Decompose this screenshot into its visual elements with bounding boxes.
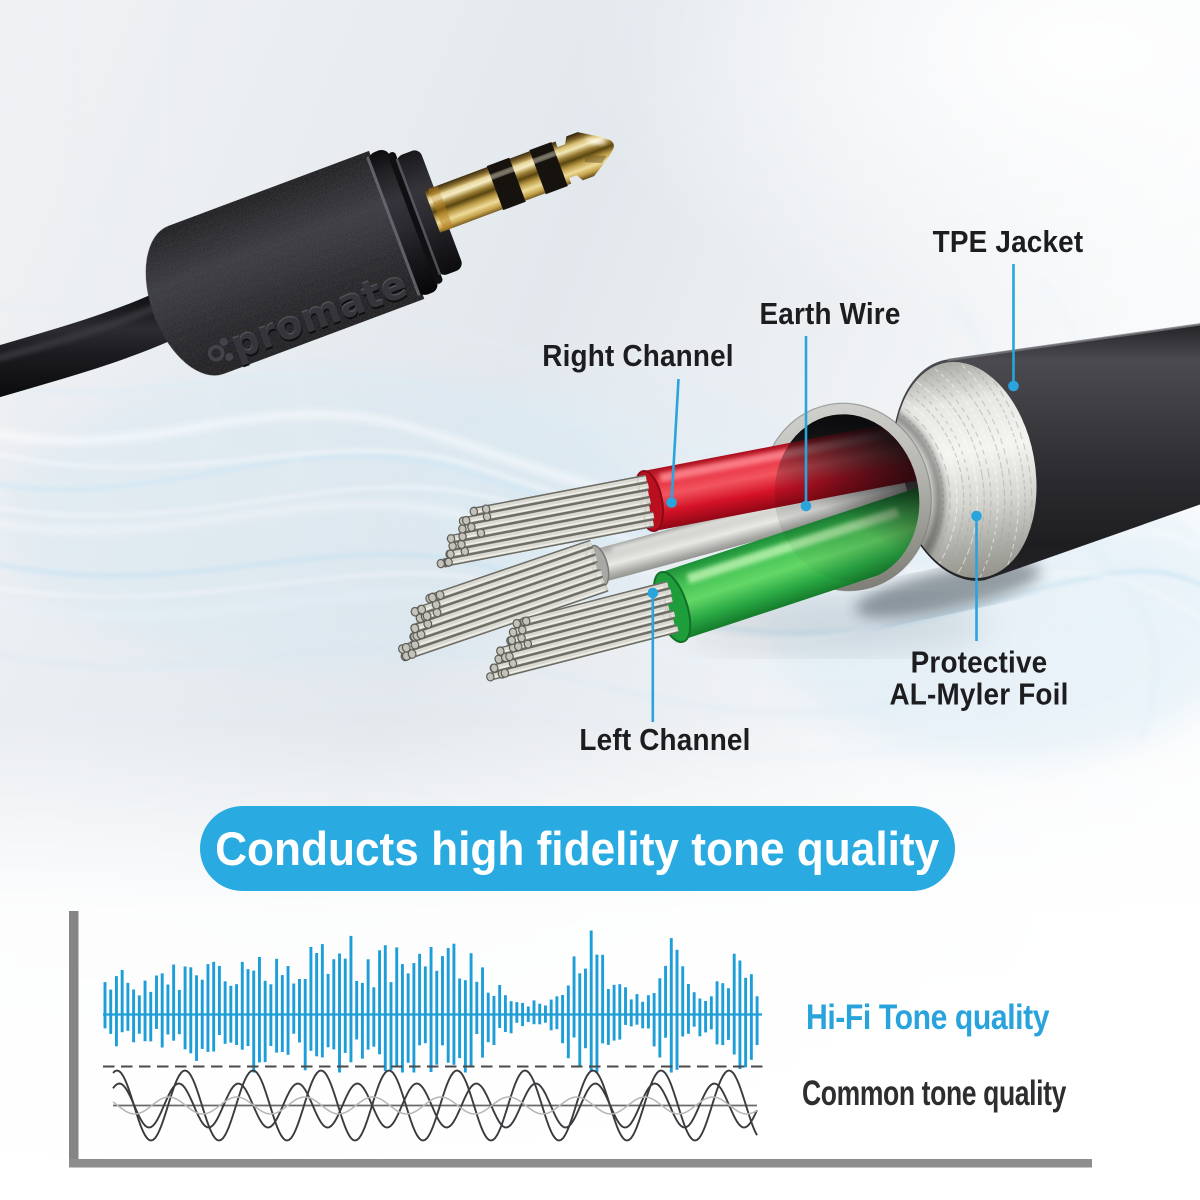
plug-cable: [0, 293, 185, 398]
cut-cable-illustration: [398, 323, 1200, 682]
pointer-line-right-channel: [670, 378, 680, 498]
pointer-dot-earth-wire: [800, 500, 812, 512]
headline-text: Conducts high fidelity tone quality: [215, 822, 940, 875]
plug-ridge-ring: [368, 149, 438, 295]
label-right-channel: Right Channel: [542, 338, 734, 373]
promate-logo-icon: [207, 337, 234, 362]
tone-quality-chart: [69, 911, 1092, 1168]
label-common-tone-quality: Common tone quality: [802, 1074, 1066, 1113]
plug-tip: [551, 132, 614, 186]
plug-front-collar: [397, 150, 462, 275]
pointer-dot-right-channel: [666, 497, 677, 508]
label-hifi-tone-quality: Hi-Fi Tone quality: [806, 998, 1050, 1037]
headline-banner: Conducts high fidelity tone quality: [200, 806, 955, 891]
callout-pointers: [647, 264, 1019, 722]
y-axis-bar: [69, 911, 79, 1168]
al-myler-foil-surface: [893, 361, 1037, 579]
label-tpe-jacket: TPE Jacket: [932, 224, 1084, 259]
inner-wires: [593, 414, 946, 640]
bare-copper-strands: [398, 474, 679, 682]
pointer-dot-tpe-jacket: [1008, 380, 1019, 392]
plug-insulator-ring-1: [529, 141, 568, 195]
plug-insulator-ring-2: [486, 157, 526, 211]
pointer-dot-left-channel: [647, 587, 659, 599]
x-axis-bar: [69, 1159, 1092, 1168]
hifi-waveform-bars: [103, 930, 762, 1073]
common-tone-sine-waves: [112, 1069, 758, 1142]
plug-barrel: [145, 150, 425, 376]
pointer-dot-protective-foil: [971, 510, 982, 522]
label-earth-wire: Earth Wire: [759, 296, 901, 331]
label-left-channel: Left Channel: [579, 722, 751, 757]
